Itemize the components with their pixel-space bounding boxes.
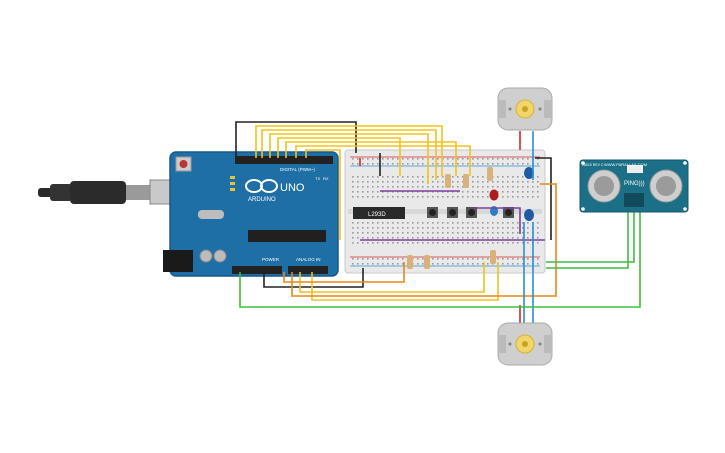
digital-header[interactable] [235, 156, 333, 164]
tx-label: TX [315, 176, 320, 181]
wire-green[interactable] [239, 210, 641, 308]
power-jack [163, 250, 193, 272]
wires [235, 121, 641, 330]
capacitor[interactable] [524, 209, 534, 221]
resistor[interactable] [463, 174, 469, 188]
wire-black[interactable] [535, 157, 552, 240]
arduino-brand-label: ARDUINO [248, 197, 276, 203]
resistor[interactable] [487, 167, 493, 181]
rx-label: RX [323, 176, 329, 181]
capacitor[interactable] [524, 167, 534, 179]
resistor[interactable] [407, 255, 413, 269]
push-buttons[interactable] [427, 207, 514, 218]
arduino-uno-board[interactable]: UNO ARDUINO DIGITAL (PWM~) POWER ANALOG … [163, 151, 339, 277]
resistor[interactable] [424, 255, 430, 269]
wire-green[interactable] [546, 210, 635, 263]
wire-orange[interactable] [291, 183, 557, 297]
wire-black[interactable] [263, 268, 364, 288]
wire-purple[interactable] [475, 207, 521, 234]
wire-yellow[interactable] [261, 129, 437, 180]
dc-motor-bottom[interactable] [497, 322, 553, 366]
wire-yellow[interactable] [277, 137, 401, 176]
wire-yellow[interactable] [269, 133, 429, 184]
sensor-rev: 28015 REV C [582, 163, 604, 167]
power-label: POWER [262, 257, 280, 262]
wire-yellow[interactable] [255, 125, 443, 176]
analog-label: ANALOG IN [296, 257, 321, 262]
power-header[interactable] [232, 266, 282, 274]
arduino-logo [245, 179, 278, 193]
arduino-model-label: UNO [280, 182, 305, 194]
wire-yellow[interactable] [305, 149, 341, 240]
l293d-chip[interactable]: L293D [353, 207, 405, 219]
wire-yellow[interactable] [285, 141, 457, 176]
capacitors [524, 167, 534, 221]
dc-motor-top[interactable] [497, 87, 553, 131]
chip-label: L293D [368, 212, 386, 218]
ping-ultrasonic-sensor[interactable]: WWW.PARALLAX.COM 28015 REV C PING))) [579, 159, 689, 213]
resistors [407, 167, 496, 269]
wire-green[interactable] [546, 210, 629, 269]
resistor[interactable] [445, 174, 451, 188]
resistor[interactable] [490, 250, 496, 264]
sensor-url: WWW.PARALLAX.COM [604, 162, 647, 167]
microcontroller-chip [248, 230, 326, 242]
digital-label: DIGITAL (PWM~) [280, 167, 315, 172]
analog-header[interactable] [288, 266, 328, 274]
wire-yellow[interactable] [311, 262, 499, 301]
sensor-name: PING))) [624, 181, 645, 187]
red-led[interactable] [489, 189, 499, 201]
usb-cable [38, 179, 181, 205]
wire-orange[interactable] [283, 262, 405, 283]
wire-yellow[interactable] [295, 145, 471, 176]
